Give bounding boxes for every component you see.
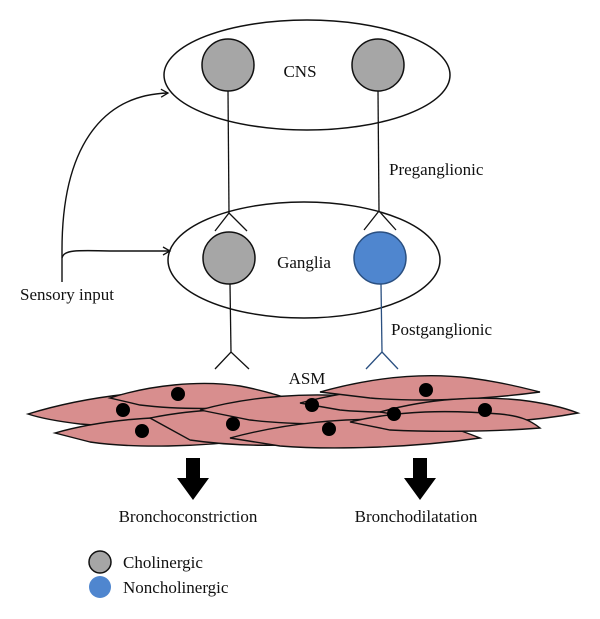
postganglionic-fiber-left (229, 283, 232, 353)
postganglionic-fiber-right (380, 283, 383, 353)
muscle-nuclei (116, 383, 492, 438)
sensory-input-arrow-to-cns (61, 88, 170, 282)
ganglia-noncholinergic-neuron (353, 231, 407, 285)
ganglia-cholinergic-neuron (202, 231, 256, 285)
nucleus (322, 422, 336, 436)
nucleus (116, 403, 130, 417)
nucleus (478, 403, 492, 417)
nucleus (171, 387, 185, 401)
cns-cholinergic-neuron-right (351, 38, 405, 92)
asm-label: ASM (289, 369, 326, 388)
nucleus (305, 398, 319, 412)
cns-label: CNS (283, 62, 316, 81)
legend: Cholinergic Noncholinergic (88, 550, 229, 598)
ganglia-label: Ganglia (277, 253, 331, 272)
nucleus (387, 407, 401, 421)
legend-label-cholinergic: Cholinergic (123, 553, 203, 572)
arrow-down-bronchodilatation (404, 458, 436, 500)
nucleus (226, 417, 240, 431)
legend-swatch-cholinergic (88, 550, 112, 574)
bronchoconstriction-label: Bronchoconstriction (119, 507, 258, 526)
preganglionic-fiber-left (227, 90, 230, 214)
cns-cholinergic-neuron-left (201, 38, 255, 92)
cns-ellipse (163, 19, 451, 131)
synapse-terminal-asm-right (365, 351, 399, 370)
bronchodilatation-label: Bronchodilatation (355, 507, 478, 526)
synapse-terminal-asm-left (214, 351, 250, 370)
postganglionic-label: Postganglionic (391, 320, 493, 339)
nucleus (135, 424, 149, 438)
synapse-terminal-ganglia-right (363, 209, 397, 231)
synapse-terminal-ganglia-left (214, 212, 248, 232)
legend-label-noncholinergic: Noncholinergic (123, 578, 229, 597)
arrow-down-bronchoconstriction (177, 458, 209, 500)
preganglionic-fiber-right (377, 90, 380, 212)
nucleus (419, 383, 433, 397)
sensory-input-arrow-to-ganglia (61, 246, 172, 259)
ganglia-ellipse (167, 201, 441, 319)
preganglionic-label: Preganglionic (389, 160, 484, 179)
sensory-input-label: Sensory input (20, 285, 114, 304)
legend-swatch-noncholinergic (89, 576, 111, 598)
